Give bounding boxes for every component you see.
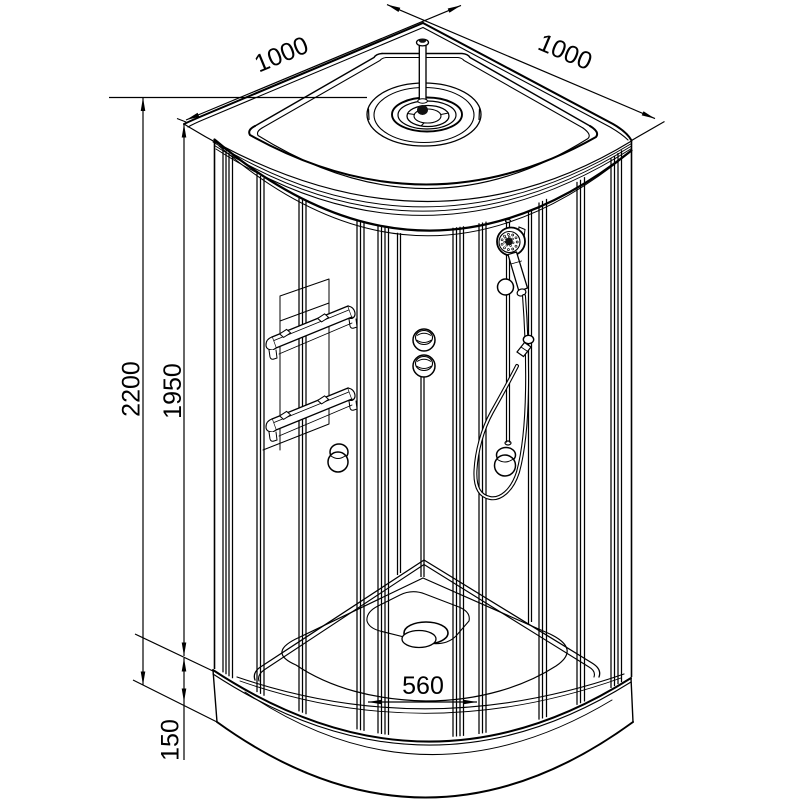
svg-text:1950: 1950 <box>159 363 187 419</box>
svg-text:150: 150 <box>157 719 185 761</box>
svg-text:560: 560 <box>402 672 444 700</box>
svg-text:2200: 2200 <box>118 361 146 417</box>
